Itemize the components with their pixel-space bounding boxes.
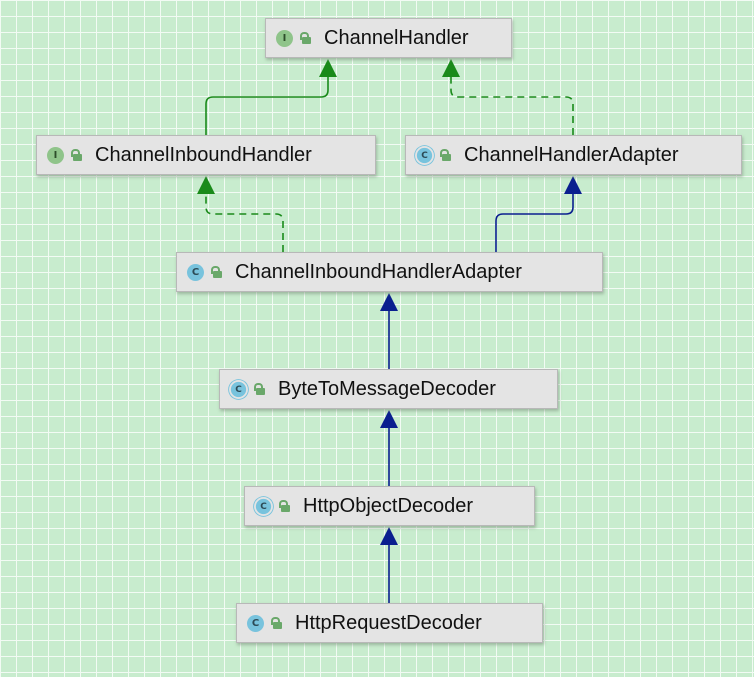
abstract-class-icon: C (255, 498, 272, 514)
public-lock-icon (439, 149, 451, 161)
node-channel-handler-adapter[interactable]: C ChannelHandlerAdapter (405, 135, 742, 175)
interface-icon: I (276, 29, 293, 47)
edge-inbound-adapter-to-handler-adapter (495, 176, 582, 252)
class-name-label: ChannelInboundHandler (95, 143, 312, 166)
edge-inbound-handler-to-channel-handler (205, 59, 337, 135)
node-http-object-decoder[interactable]: C HttpObjectDecoder (244, 486, 535, 526)
node-channel-handler[interactable]: I ChannelHandler (265, 18, 512, 58)
abstract-class-icon: C (416, 147, 433, 163)
class-name-label: ChannelHandlerAdapter (464, 143, 679, 166)
node-http-request-decoder[interactable]: C HttpRequestDecoder (236, 603, 543, 643)
abstract-class-icon: C (230, 381, 247, 397)
public-lock-icon (270, 617, 282, 629)
class-icon: C (247, 614, 264, 632)
public-lock-icon (70, 149, 82, 161)
public-lock-icon (278, 500, 290, 512)
node-channel-inbound-handler-adapter[interactable]: C ChannelInboundHandlerAdapter (176, 252, 603, 292)
interface-icon: I (47, 146, 64, 164)
edge-handler-adapter-to-channel-handler (442, 59, 574, 135)
public-lock-icon (253, 383, 265, 395)
edge-http-object-decoder-to-byte-decoder (380, 410, 398, 486)
node-byte-to-message-decoder[interactable]: C ByteToMessageDecoder (219, 369, 558, 409)
class-name-label: HttpRequestDecoder (295, 611, 482, 634)
class-name-label: ByteToMessageDecoder (278, 377, 496, 400)
edge-inbound-adapter-to-inbound-handler (197, 176, 284, 252)
edge-byte-decoder-to-inbound-adapter (380, 293, 398, 369)
class-name-label: ChannelInboundHandlerAdapter (235, 260, 522, 283)
class-name-label: HttpObjectDecoder (303, 494, 474, 517)
public-lock-icon (210, 266, 222, 278)
class-icon: C (187, 263, 204, 281)
class-name-label: ChannelHandler (324, 26, 469, 49)
public-lock-icon (299, 32, 311, 44)
node-channel-inbound-handler[interactable]: I ChannelInboundHandler (36, 135, 376, 175)
edge-http-request-decoder-to-http-object-decoder (380, 527, 398, 603)
